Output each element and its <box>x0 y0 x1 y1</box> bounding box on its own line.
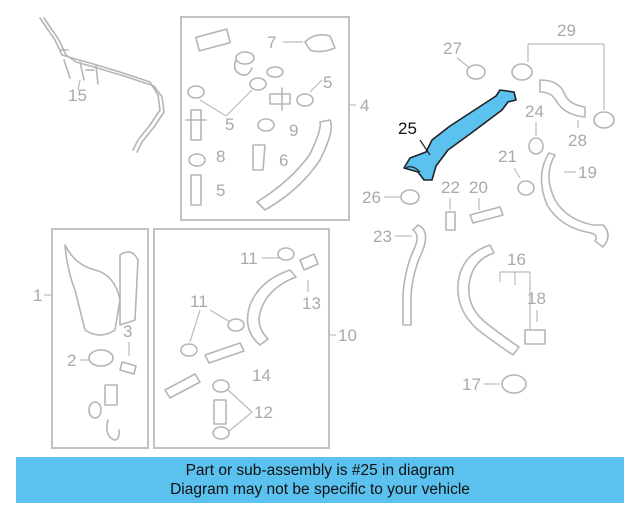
part-clamps-box4[interactable] <box>185 51 314 206</box>
callout-11-b: 11 <box>190 292 208 311</box>
part-18-bracket[interactable] <box>524 329 546 345</box>
banner-line-2: Diagram may not be specific to your vehi… <box>170 481 470 498</box>
callout-11-a: 11 <box>240 249 258 268</box>
part-17-clamp[interactable] <box>501 374 527 394</box>
callout-25-leader <box>419 139 431 156</box>
part-7-fitting[interactable] <box>194 28 336 53</box>
callout-2: 2 <box>67 351 76 370</box>
part-28-hose[interactable] <box>539 79 586 118</box>
callout-20: 20 <box>469 178 488 197</box>
part-15-pipe[interactable] <box>39 17 165 153</box>
part-24-seal[interactable] <box>528 137 544 155</box>
part-20-pipe[interactable] <box>469 206 504 224</box>
callout-12: 12 <box>254 403 273 422</box>
callout-15: 15 <box>68 86 87 105</box>
callout-28: 28 <box>568 131 587 150</box>
info-banner: Part or sub-assembly is #25 in diagram D… <box>16 457 624 503</box>
callout-4: 4 <box>360 96 369 115</box>
callout-29: 29 <box>557 21 576 40</box>
part-4-hose[interactable] <box>256 119 333 211</box>
callout-7: 7 <box>267 33 276 52</box>
callout-21: 21 <box>498 147 517 166</box>
callout-5-c: 5 <box>216 181 225 200</box>
callout-10: 10 <box>338 326 357 345</box>
callout-9: 9 <box>289 121 298 140</box>
callout-5-a: 5 <box>323 73 332 92</box>
part-21-clamp[interactable] <box>517 180 535 196</box>
callout-13: 13 <box>302 294 321 313</box>
callout-5-b: 5 <box>225 115 234 134</box>
banner-line-1: Part or sub-assembly is #25 in diagram <box>185 462 455 479</box>
part-29-clamp-a[interactable] <box>511 63 533 81</box>
group-box-4 <box>180 16 350 221</box>
part-1-housing[interactable] <box>64 244 139 441</box>
part-22-clip[interactable] <box>445 211 456 231</box>
callout-24: 24 <box>525 102 544 121</box>
callout-25: 25 <box>398 119 417 138</box>
part-26-clamp[interactable] <box>400 189 420 205</box>
callout-27: 27 <box>443 39 462 58</box>
part-29-clamp-b[interactable] <box>593 111 615 129</box>
callout-16: 16 <box>507 250 526 269</box>
callout-6: 6 <box>279 151 288 170</box>
callout-3: 3 <box>123 322 132 341</box>
callout-18: 18 <box>527 289 546 308</box>
part-23-hose[interactable] <box>402 224 427 326</box>
part-25-coolant-hose[interactable] <box>403 89 517 181</box>
callout-14: 14 <box>252 366 271 385</box>
callout-8: 8 <box>216 147 225 166</box>
part-19-hose[interactable] <box>540 152 609 248</box>
callout-26: 26 <box>362 188 381 207</box>
group-box-10 <box>153 228 330 449</box>
part-27-clamp[interactable] <box>466 64 486 80</box>
callout-23: 23 <box>373 227 392 246</box>
part-box10-hoses[interactable] <box>164 247 319 440</box>
part-16-hose[interactable] <box>457 244 520 356</box>
callout-22: 22 <box>441 178 460 197</box>
callout-1: 1 <box>33 286 42 305</box>
group-box-1 <box>51 228 149 449</box>
callout-17: 17 <box>462 375 481 394</box>
callout-19: 19 <box>578 163 597 182</box>
